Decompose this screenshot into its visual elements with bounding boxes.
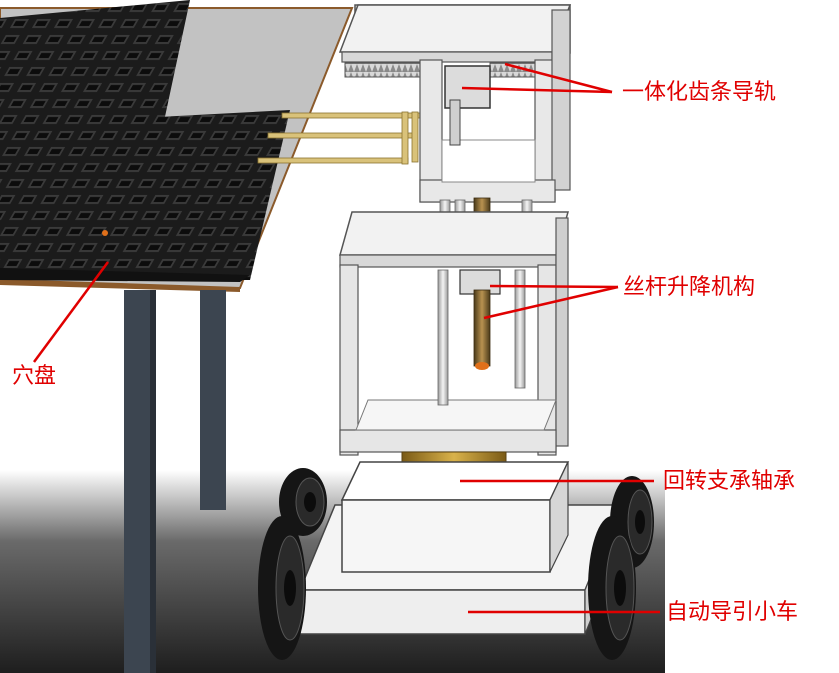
leader-line-screw-lift-2	[483, 285, 619, 320]
tray	[0, 0, 290, 282]
lead-screw-lower	[473, 289, 491, 367]
wheel	[258, 516, 306, 660]
leader-line-screw-lift-1	[489, 284, 619, 289]
wheel	[588, 516, 636, 660]
upper-frame	[338, 4, 572, 203]
table-leg	[200, 290, 226, 510]
leader-line-tray	[32, 261, 110, 363]
leader-lines	[32, 62, 660, 614]
label-rack-rail: 一体化齿条导轨	[622, 80, 777, 105]
label-tray: 穴盘	[12, 364, 57, 389]
leader-line-rack-rail-1	[504, 62, 613, 94]
wheel	[279, 468, 327, 536]
label-agv: 自动导引小车	[666, 600, 799, 625]
leader-line-rack-rail-2	[461, 86, 613, 94]
label-slewing-bearing: 回转支承轴承	[663, 469, 796, 494]
lift-frame	[339, 211, 569, 456]
label-screw-lift: 丝杆升降机构	[623, 275, 756, 300]
